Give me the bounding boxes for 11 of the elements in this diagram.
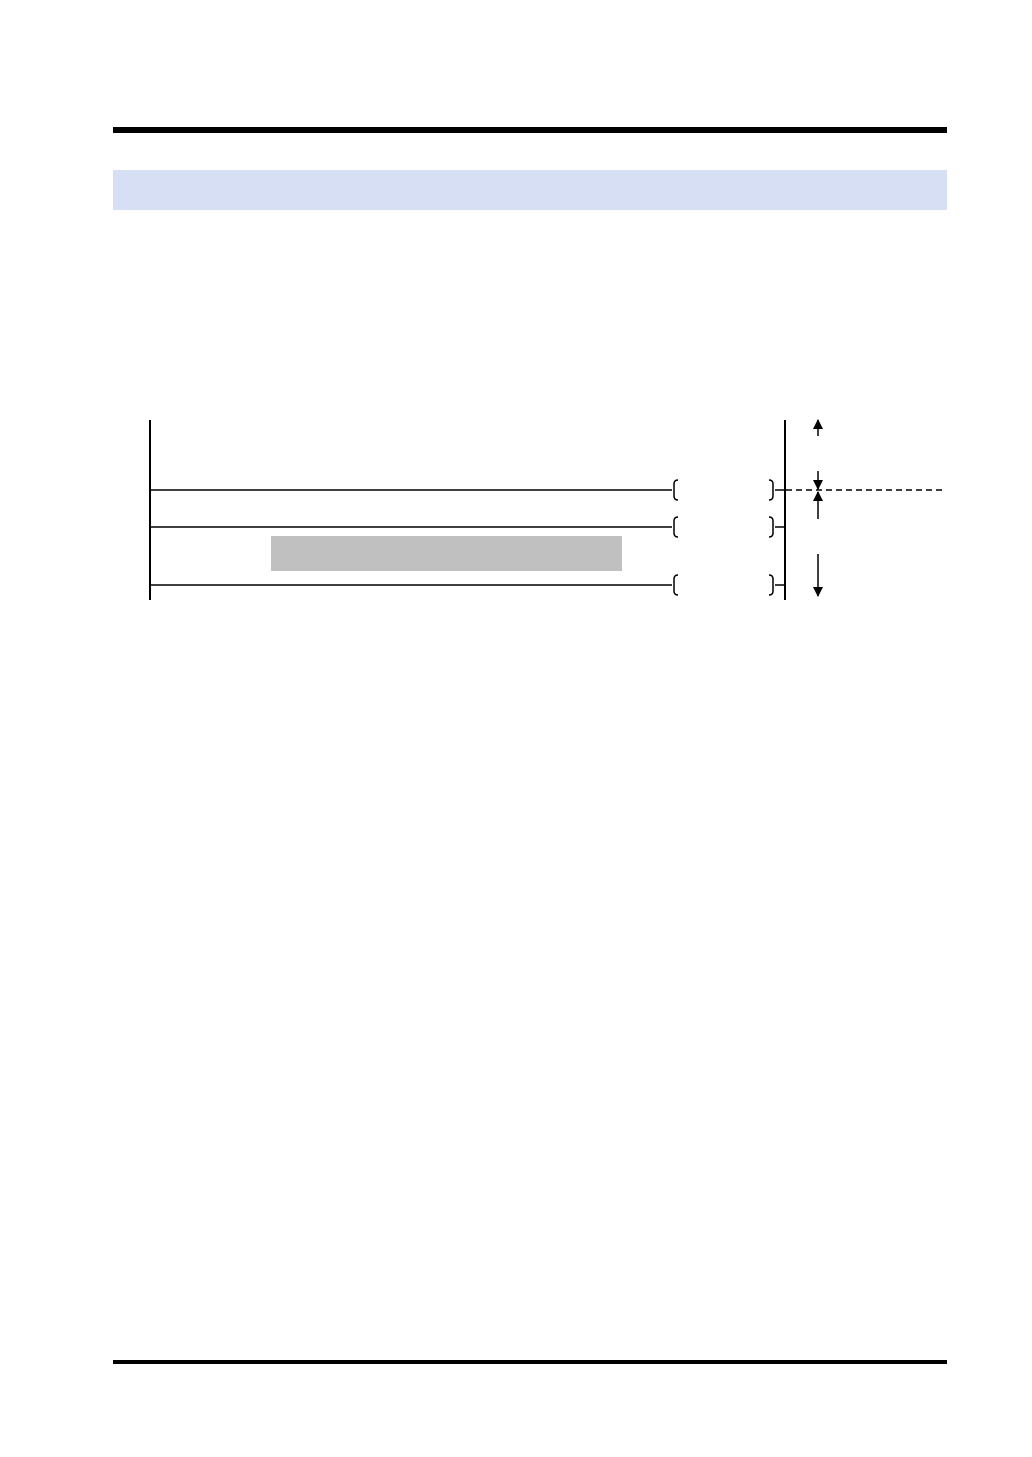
rung-line	[150, 584, 673, 586]
rung-line	[774, 584, 785, 586]
coil-symbol	[672, 516, 775, 538]
coil-symbol	[672, 479, 775, 501]
rung-line	[150, 526, 673, 528]
coil-symbol	[672, 574, 775, 596]
rung-line	[774, 526, 785, 528]
rung-line	[150, 489, 673, 491]
shaded-bar	[271, 536, 622, 571]
section-band	[113, 170, 947, 210]
rung-line	[774, 489, 785, 491]
